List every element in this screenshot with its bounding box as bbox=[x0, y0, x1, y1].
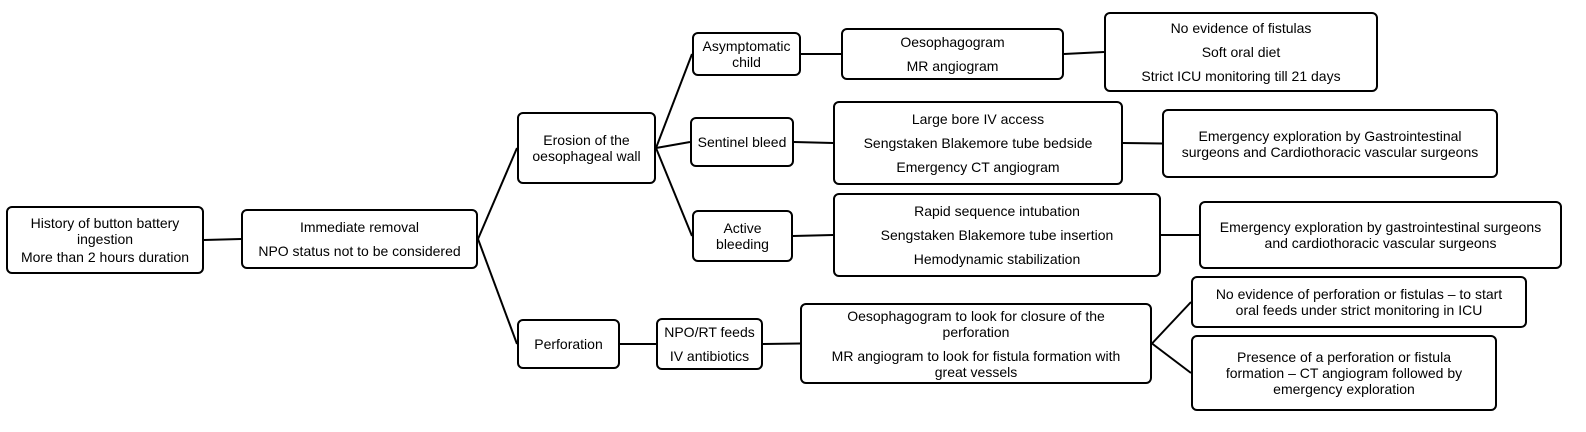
connector-sentinel-to-sentinel_mgmt bbox=[793, 141, 834, 144]
node-line: Oesophagogram to look for closure of the… bbox=[847, 307, 1105, 340]
connector-perf_tests-to-perf_outcome_b bbox=[1151, 342, 1192, 374]
node-active-outcome: Emergency exploration by gastrointestina… bbox=[1199, 201, 1562, 269]
node-line: Soft oral diet bbox=[1201, 44, 1281, 60]
node-erosion: Erosion of the oesophageal wall bbox=[517, 112, 656, 184]
node-button-battery-history: History of button battery ingestion More… bbox=[6, 206, 204, 274]
node-line: No evidence of fistulas bbox=[1170, 20, 1312, 36]
node-immediate-removal: Immediate removal NPO status not to be c… bbox=[241, 209, 478, 269]
node-line: MR angiogram bbox=[906, 58, 999, 74]
connector-perf_mgmt-to-perf_tests bbox=[762, 342, 801, 345]
node-line: Presence of a perforation or fistula for… bbox=[1225, 349, 1463, 397]
connector-erosion-to-asymptomatic bbox=[655, 53, 693, 149]
node-asymptomatic-child: Asymptomatic child bbox=[692, 32, 801, 76]
connector-removal-to-erosion bbox=[477, 147, 518, 240]
node-perforation-management: NPO/RT feeds IV antibiotics bbox=[656, 318, 763, 370]
node-sentinel-bleed: Sentinel bleed bbox=[690, 117, 794, 167]
node-line: Sentinel bleed bbox=[697, 134, 787, 150]
node-sentinel-outcome: Emergency exploration by Gastrointestina… bbox=[1162, 109, 1498, 178]
node-line: Strict ICU monitoring till 21 days bbox=[1141, 68, 1341, 84]
node-line: Sengstaken Blakemore tube bedside bbox=[863, 135, 1093, 151]
connector-active-to-active_mgmt bbox=[792, 234, 834, 237]
node-line: Hemodynamic stabilization bbox=[913, 251, 1081, 267]
node-line: Emergency CT angiogram bbox=[896, 159, 1060, 175]
node-active-bleeding: Active bleeding bbox=[692, 210, 793, 262]
node-line: Sengstaken Blakemore tube insertion bbox=[880, 227, 1114, 243]
node-line: Emergency exploration by Gastrointestina… bbox=[1181, 127, 1479, 160]
node-active-management: Rapid sequence intubation Sengstaken Bla… bbox=[833, 193, 1161, 277]
node-line: Active bleeding bbox=[716, 220, 769, 252]
node-perforation-investigations: Oesophagogram to look for closure of the… bbox=[800, 303, 1152, 384]
node-line: Perforation bbox=[534, 336, 603, 352]
connector-erosion-to-active bbox=[655, 147, 693, 237]
node-perforation: Perforation bbox=[517, 319, 620, 369]
connector-start-to-removal bbox=[203, 238, 242, 241]
node-line: Asymptomatic child bbox=[702, 38, 791, 70]
node-line: MR angiogram to look for fistula formati… bbox=[831, 347, 1121, 380]
node-asymptomatic-investigations: Oesophagogram MR angiogram bbox=[841, 28, 1064, 80]
node-perforation-present-outcome: Presence of a perforation or fistula for… bbox=[1191, 335, 1497, 411]
node-line: Immediate removal bbox=[299, 219, 420, 235]
node-line: Rapid sequence intubation bbox=[914, 203, 1080, 219]
node-line: NPO/RT feeds bbox=[664, 324, 755, 340]
node-sentinel-management: Large bore IV access Sengstaken Blakemor… bbox=[833, 101, 1123, 185]
node-line: IV antibiotics bbox=[669, 348, 750, 364]
node-line: Emergency exploration by gastrointestina… bbox=[1219, 219, 1542, 251]
node-line: NPO status not to be considered bbox=[258, 243, 461, 259]
node-line: More than 2 hours duration bbox=[20, 249, 190, 265]
node-line: No evidence of perforation or fistulas –… bbox=[1215, 286, 1503, 318]
connector-sentinel_mgmt-to-sentinel_outcome bbox=[1122, 142, 1163, 145]
node-line: History of button battery ingestion bbox=[30, 215, 180, 247]
connector-removal-to-perforation bbox=[477, 238, 518, 345]
connector-perf_tests-to-perf_outcome_a bbox=[1151, 301, 1192, 345]
connector-erosion-to-sentinel bbox=[655, 141, 691, 149]
node-line: Erosion of the oesophageal wall bbox=[532, 132, 641, 164]
connector-asym_tests-to-asym_outcome bbox=[1063, 51, 1105, 55]
node-line: Large bore IV access bbox=[911, 111, 1045, 127]
node-no-perforation-outcome: No evidence of perforation or fistulas –… bbox=[1191, 276, 1527, 328]
node-line: Oesophagogram bbox=[900, 34, 1005, 50]
node-asymptomatic-outcome: No evidence of fistulas Soft oral diet S… bbox=[1104, 12, 1378, 92]
